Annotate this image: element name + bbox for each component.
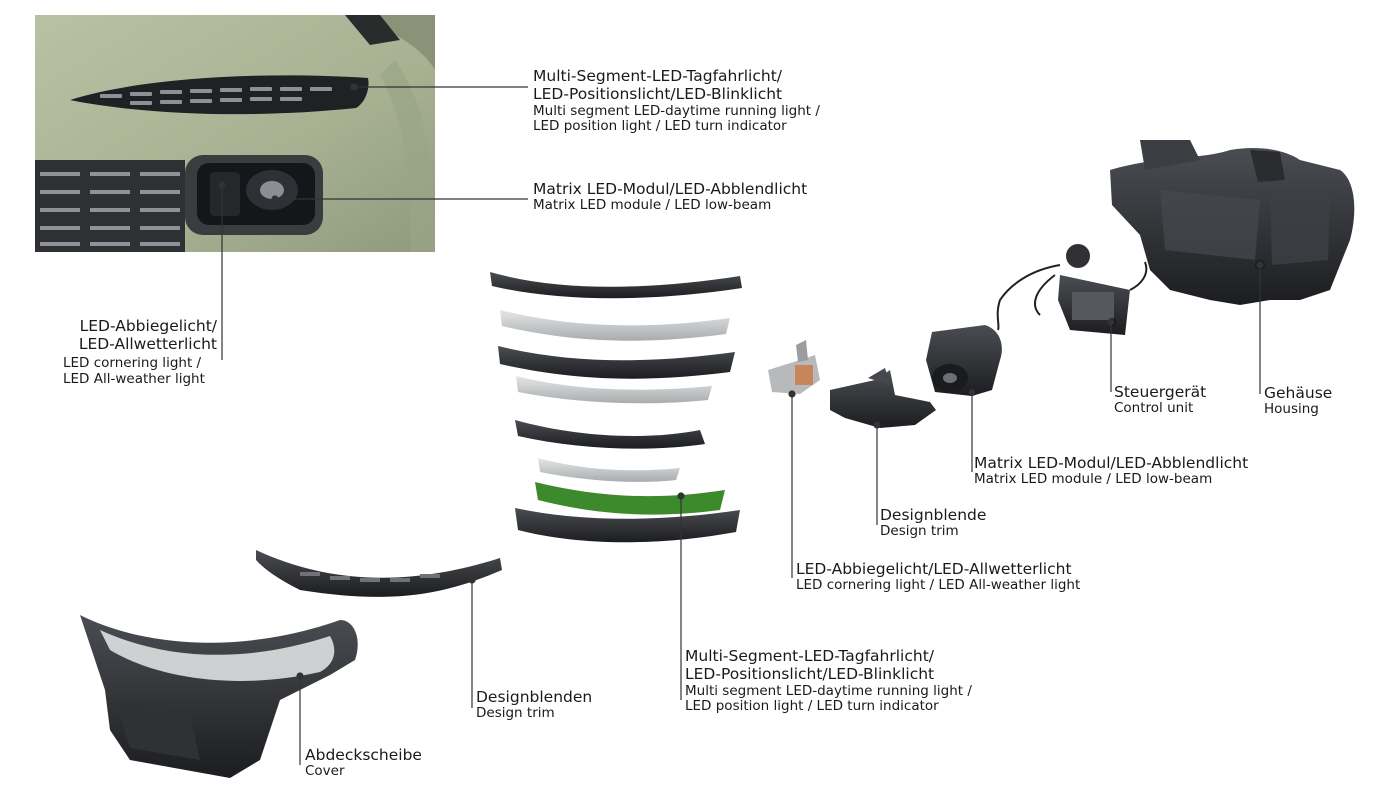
cover-part bbox=[80, 615, 358, 778]
label-cornering-mid: LED-Abbiegelicht/LED-Allwetterlicht LED … bbox=[796, 560, 1080, 594]
label-matrix-top-de: Matrix LED-Modul/LED-Abblendlicht bbox=[533, 180, 808, 198]
matrix-module-part bbox=[926, 325, 1002, 396]
label-drl-bottom-en-2: LED position light / LED turn indicator bbox=[685, 698, 939, 715]
label-drl-top-en-2: LED position light / LED turn indicator bbox=[533, 118, 787, 135]
label-cover-en: Cover bbox=[305, 763, 345, 780]
design-trims-part bbox=[256, 550, 502, 597]
label-design-trims: Designblenden Design trim bbox=[476, 688, 592, 722]
label-drl-top-de-2: LED-Positionslicht/LED-Blinklicht bbox=[533, 85, 783, 104]
label-housing: Gehäuse Housing bbox=[1264, 384, 1332, 418]
label-drl-bottom-de-2: LED-Positionslicht/LED-Blinklicht bbox=[685, 665, 935, 684]
label-drl-bottom-de-1: Multi-Segment-LED-Tagfahrlicht/ bbox=[685, 647, 935, 665]
label-housing-de: Gehäuse bbox=[1264, 384, 1333, 402]
label-control-unit-de: Steuergerät bbox=[1114, 383, 1207, 401]
label-cornering-mid-de: LED-Abbiegelicht/LED-Allwetterlicht bbox=[796, 560, 1072, 578]
car-front-photo bbox=[35, 15, 435, 252]
label-cornering-left-de-1: LED-Abbiegelicht/ bbox=[79, 317, 217, 335]
label-design-trim-single-en: Design trim bbox=[880, 523, 959, 540]
label-cornering-left-en-2: LED All-weather light bbox=[63, 370, 205, 387]
leader-lines bbox=[218, 83, 1264, 765]
front-grille bbox=[35, 160, 185, 252]
label-matrix-mid-de: Matrix LED-Modul/LED-Abblendlicht bbox=[974, 454, 1249, 472]
label-cornering-left-en: LED cornering light / LED All-weather li… bbox=[63, 355, 205, 388]
control-unit-part bbox=[996, 244, 1148, 335]
label-cover-de: Abdeckscheibe bbox=[305, 746, 422, 764]
label-matrix-top: Matrix LED-Modul/LED-Abblendlicht Matrix… bbox=[533, 180, 807, 214]
label-drl-bottom-en-1: Multi segment LED-daytime running light … bbox=[685, 682, 972, 699]
label-cornering-left-de-2: LED-Allwetterlicht bbox=[78, 335, 217, 354]
label-cornering-left: LED-Abbiegelicht/ LED-Allwetterlicht bbox=[40, 317, 217, 354]
label-design-trim-single-de: Designblende bbox=[880, 506, 987, 524]
label-matrix-top-en: Matrix LED module / LED low-beam bbox=[533, 197, 772, 214]
drl-layer-stack bbox=[490, 272, 742, 543]
label-drl-bottom: Multi-Segment-LED-Tagfahrlicht/ LED-Posi… bbox=[685, 647, 972, 715]
label-control-unit: Steuergerät Control unit bbox=[1114, 383, 1206, 417]
label-cornering-mid-en: LED cornering light / LED All-weather li… bbox=[796, 577, 1081, 594]
label-housing-en: Housing bbox=[1264, 401, 1319, 418]
cornering-light-part bbox=[768, 340, 820, 394]
design-trim-single-part bbox=[830, 368, 936, 428]
drl-strip bbox=[70, 75, 369, 115]
matrix-module-pod bbox=[185, 155, 323, 235]
label-drl-top: Multi-Segment-LED-Tagfahrlicht/ LED-Posi… bbox=[533, 67, 820, 135]
label-cornering-left-en-1: LED cornering light / bbox=[63, 355, 202, 371]
label-design-trim-single: Designblende Design trim bbox=[880, 506, 986, 540]
label-design-trims-en: Design trim bbox=[476, 705, 555, 722]
housing-part bbox=[1110, 140, 1355, 305]
label-matrix-mid-en: Matrix LED module / LED low-beam bbox=[974, 471, 1213, 488]
label-matrix-mid: Matrix LED-Modul/LED-Abblendlicht Matrix… bbox=[974, 454, 1248, 488]
label-control-unit-en: Control unit bbox=[1114, 400, 1194, 417]
label-drl-top-en-1: Multi segment LED-daytime running light … bbox=[533, 102, 820, 119]
label-drl-top-de-1: Multi-Segment-LED-Tagfahrlicht/ bbox=[533, 67, 783, 85]
label-design-trims-de: Designblenden bbox=[476, 688, 593, 706]
label-cover: Abdeckscheibe Cover bbox=[305, 746, 422, 780]
